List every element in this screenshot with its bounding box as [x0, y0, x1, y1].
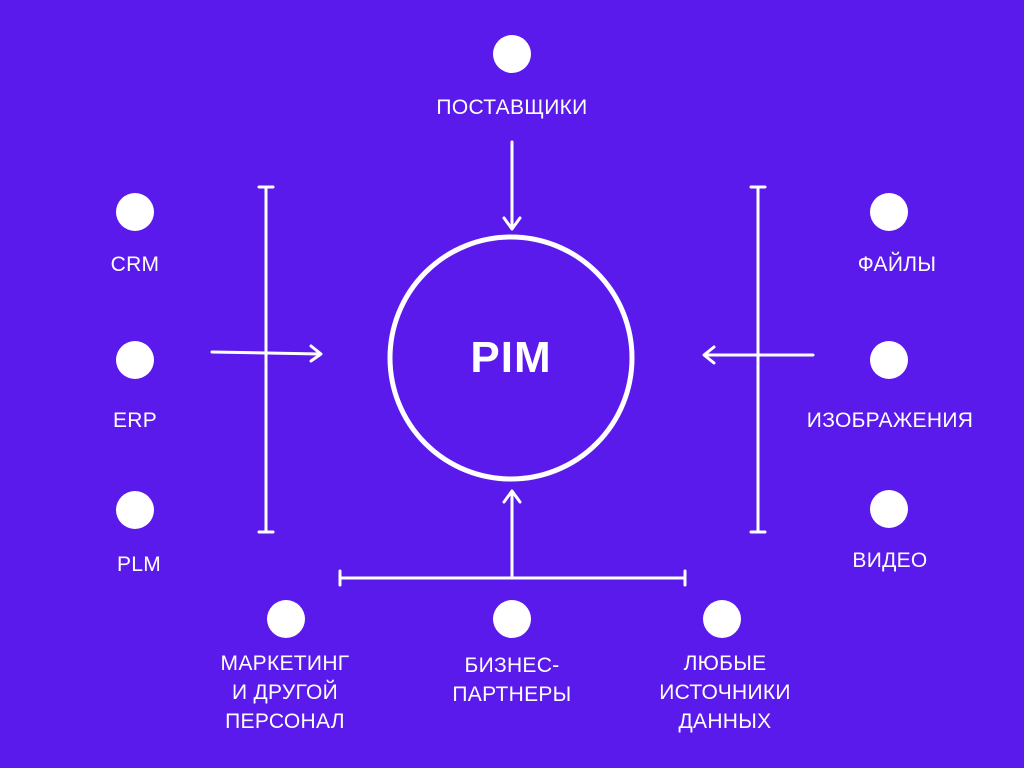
label-any-sources: ЛЮБЫЕ ИСТОЧНИКИ ДАННЫХ [659, 652, 791, 733]
node-dot-partners [493, 600, 531, 638]
label-suppliers: ПОСТАВЩИКИ [436, 96, 588, 119]
arrow-suppliers-to-pim [502, 140, 522, 231]
arrow-left-group-to-pim [210, 344, 323, 363]
arrow-right-group-to-pim [702, 345, 815, 365]
label-images: ИЗОБРАЖЕНИЯ [806, 409, 974, 432]
node-dot-marketing [267, 600, 305, 638]
right-bracket [749, 185, 767, 534]
label-partners: БИЗНЕС- ПАРТНЕРЫ [452, 654, 572, 706]
node-dot-plm [116, 491, 154, 529]
label-erp: ERP [112, 409, 158, 432]
node-dot-erp [116, 341, 154, 379]
pim-circle [387, 234, 635, 482]
node-dot-suppliers [493, 35, 531, 73]
label-crm: CRM [110, 253, 160, 276]
node-dot-crm [116, 193, 154, 231]
node-dot-files [870, 193, 908, 231]
node-dot-any-sources [703, 600, 741, 638]
node-dot-images [870, 341, 908, 379]
label-plm: PLM [116, 553, 162, 576]
left-bracket [257, 185, 275, 534]
arrow-bottom-group-to-pim [502, 489, 522, 580]
label-video: ВИДЕО [852, 549, 928, 572]
label-marketing: МАРКЕТИНГ И ДРУГОЙ ПЕРСОНАЛ [220, 652, 350, 733]
node-dot-video [870, 490, 908, 528]
label-files: ФАЙЛЫ [857, 253, 937, 276]
pim-label: PIM [470, 333, 552, 382]
